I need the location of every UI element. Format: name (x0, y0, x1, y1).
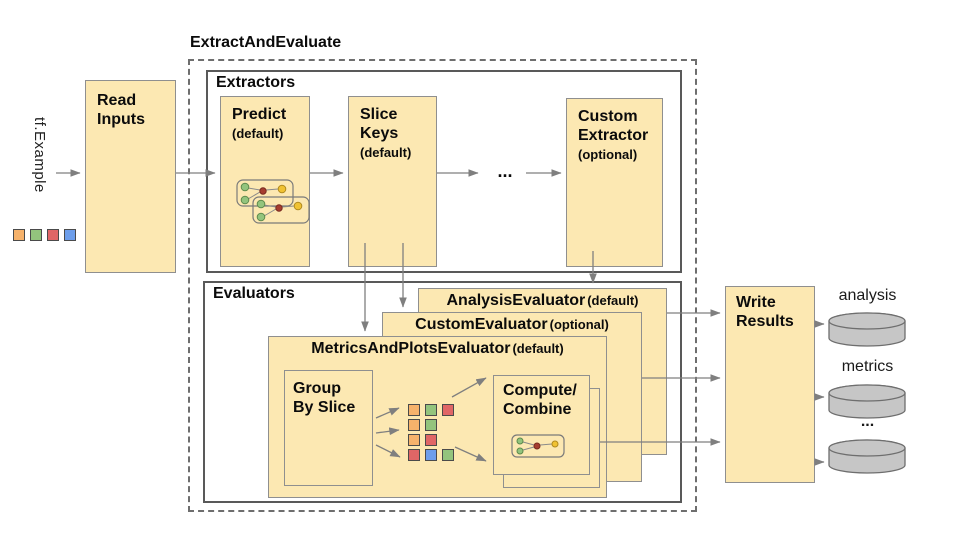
metrics-and-plots-evaluator-name: MetricsAndPlotsEvaluator (311, 340, 511, 357)
extract-and-evaluate-container (188, 59, 697, 512)
write-results-box: Write Results (725, 286, 815, 483)
more-database-icon (828, 439, 906, 474)
slice-keys-qualifier: (default) (360, 144, 412, 160)
color-square-green (30, 229, 42, 241)
tf-example-color-legend (13, 229, 76, 241)
group-by-slice-box: Group By Slice (284, 370, 373, 486)
slice-row (408, 449, 454, 461)
output-label-analysis: analysis (838, 287, 897, 304)
group-by-slice-title: Group By Slice (293, 380, 356, 416)
color-square-red (425, 434, 437, 446)
metrics-and-plots-evaluator-qualifier: (default) (512, 341, 564, 356)
pipeline-title: ExtractAndEvaluate (190, 34, 342, 51)
color-square-orange (408, 404, 420, 416)
color-square-red (47, 229, 59, 241)
color-square-green (425, 419, 437, 431)
slice-row (408, 434, 454, 446)
output-label-metrics: metrics (841, 358, 894, 375)
color-square-green (425, 404, 437, 416)
compute-combine-box: Compute/ Combine (493, 375, 590, 475)
color-square-red (408, 449, 420, 461)
slice-keys-title: Slice Keys (360, 106, 399, 142)
color-square-red (442, 404, 454, 416)
slice-keys-extractor-box: Slice Keys (default) (348, 96, 437, 267)
read-inputs-title: Read Inputs (97, 92, 145, 128)
tf-example-label: tf.Example (31, 117, 48, 193)
custom-evaluator-name: CustomEvaluator (415, 316, 548, 333)
sliced-data-grid (408, 404, 454, 464)
color-square-green (442, 449, 454, 461)
analysis-evaluator-name: AnalysisEvaluator (446, 292, 586, 309)
predict-title: Predict (232, 106, 287, 123)
color-square-blue (64, 229, 76, 241)
read-inputs-box: Read Inputs (85, 80, 176, 273)
evaluators-section: Evaluators (203, 281, 682, 503)
custom-extractor-title: Custom Extractor (578, 108, 649, 144)
predict-extractor-box: Predict (default) (220, 96, 310, 267)
analysis-evaluator-title: AnalysisEvaluator(default) (419, 289, 666, 310)
color-square-blue (425, 449, 437, 461)
metrics-and-plots-evaluator-title: MetricsAndPlotsEvaluator(default) (269, 337, 606, 358)
analysis-evaluator-qualifier: (default) (587, 293, 639, 308)
output-label-more: ... (860, 413, 875, 430)
slice-row (408, 404, 454, 416)
custom-evaluator-title: CustomEvaluator(optional) (383, 313, 641, 334)
color-square-orange (408, 434, 420, 446)
custom-evaluator-qualifier: (optional) (549, 317, 609, 332)
extractors-ellipsis: ... (497, 161, 513, 181)
analysis-database-icon (828, 312, 906, 347)
color-square-orange (13, 229, 25, 241)
color-square-orange (408, 419, 420, 431)
write-results-title: Write Results (736, 294, 794, 330)
compute-combine-title: Compute/ Combine (503, 382, 577, 418)
predict-qualifier: (default) (232, 125, 284, 141)
slice-row (408, 419, 454, 431)
custom-extractor-qualifier: (optional) (578, 146, 638, 162)
evaluators-section-label: Evaluators (213, 285, 295, 302)
custom-extractor-box: Custom Extractor (optional) (566, 98, 663, 267)
extractors-section-label: Extractors (216, 74, 296, 91)
